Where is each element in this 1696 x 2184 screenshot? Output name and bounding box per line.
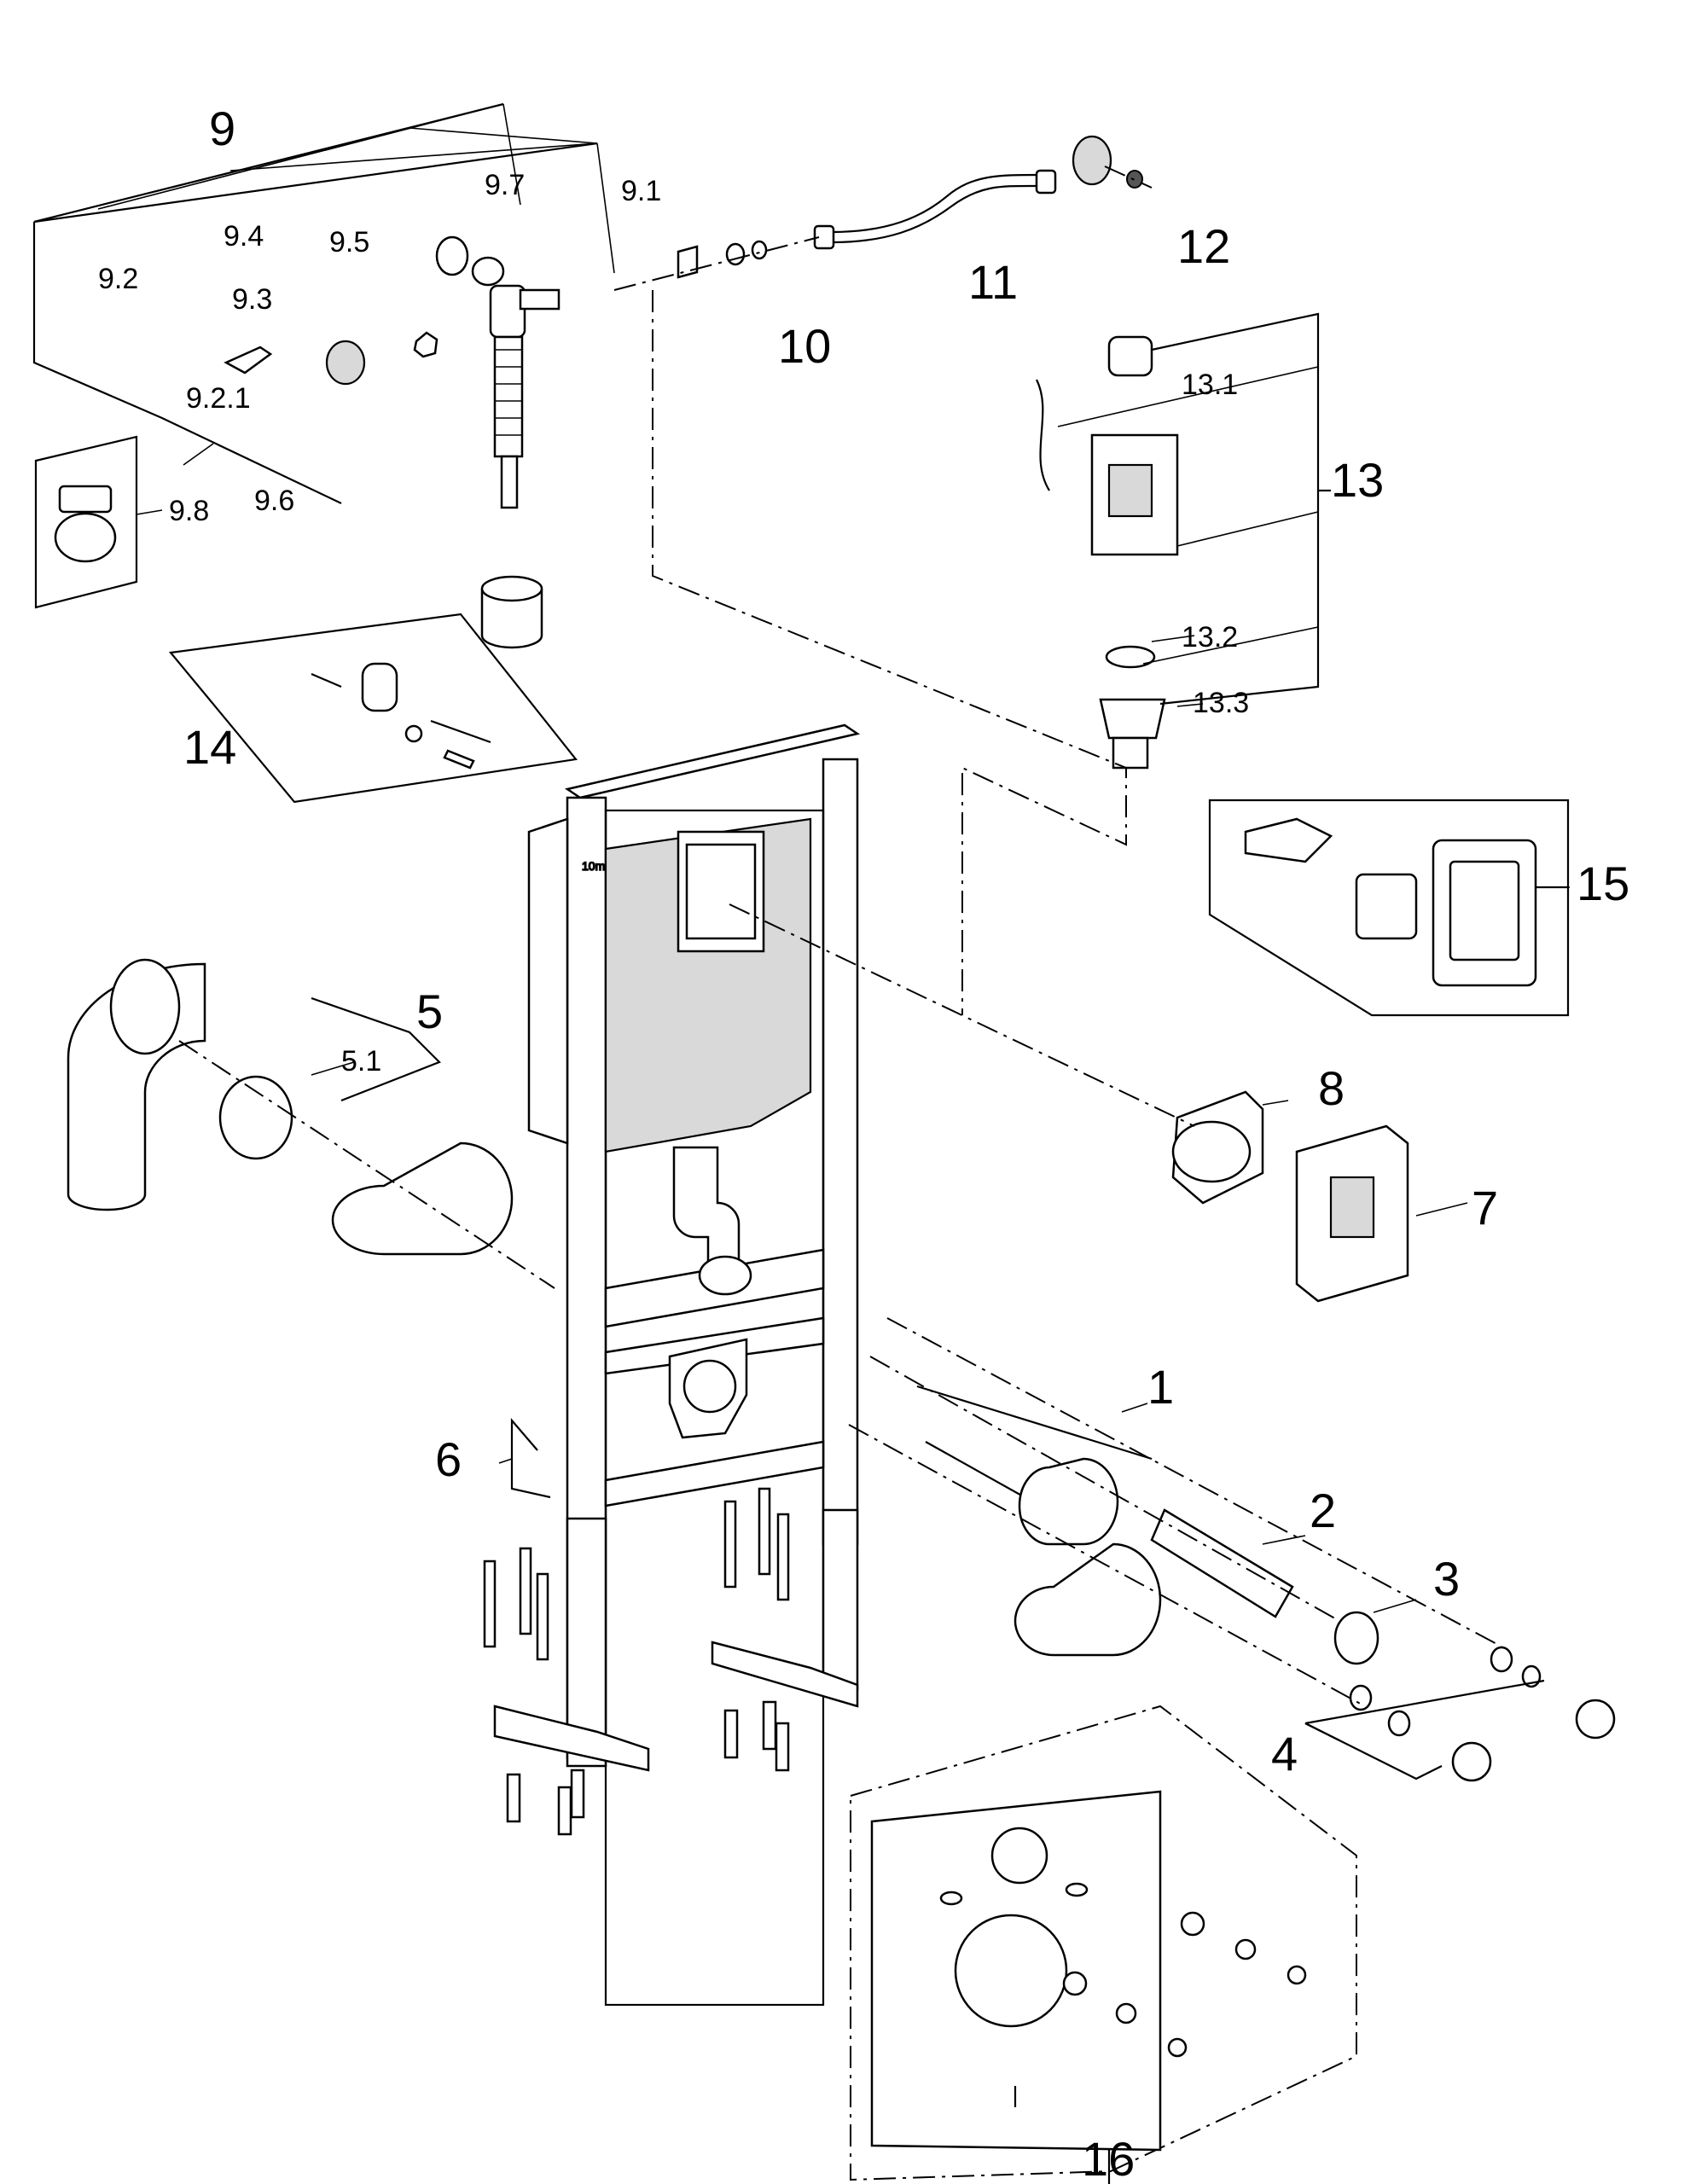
cover-plate-8 [1171,1090,1264,1205]
seal-3 [1333,1611,1379,1665]
installation-frame [493,723,861,2007]
drain-bend-5 [67,958,514,1256]
washers-nuts-4 [1304,1646,1616,1782]
lever-9-2 [224,346,273,375]
leader-lines [136,443,1570,1613]
callout-9: 9 [209,102,235,155]
connector-10 [677,240,768,279]
callout-5: 5 [416,985,443,1038]
fixing-bolts [483,1487,790,1836]
acoustic-pad-16 [850,1705,1357,2184]
callout-13-3: 13.3 [1193,687,1249,719]
valve-washer-9-5 [435,235,505,287]
group-9-outline [32,102,615,504]
callout-12: 12 [1177,219,1230,273]
actuator-kit-15 [1208,799,1570,1017]
fixing-kit-14 [168,613,578,804]
callout-3: 3 [1433,1552,1460,1606]
callout-9-1: 9.1 [621,175,661,207]
frame-marking: 10m [582,859,605,873]
callout-6: 6 [435,1432,462,1486]
callout-9-4: 9.4 [224,220,264,253]
callout-9-8: 9.8 [169,495,209,527]
fill-valve-assembly [489,284,560,509]
group-13-bracket [1057,312,1331,706]
callout-9-3: 9.3 [232,283,272,316]
sleeve-9-6 [480,575,543,649]
callout-13-2: 13.2 [1182,621,1238,653]
valve-nut-9-4 [413,331,439,358]
callout-14: 14 [183,720,236,774]
pipe-2 [1014,1457,1294,1657]
flush-valve-13 [1036,335,1179,770]
threaded-rods-1 [916,1385,1153,1502]
callout-10: 10 [778,319,831,373]
callout-2: 2 [1310,1484,1336,1537]
callout-9-7: 9.7 [485,169,525,201]
group-5-bracket [178,996,555,1289]
callout-13: 13 [1331,453,1384,507]
protective-box-7 [1295,1124,1409,1303]
valve-nut-9-3 [325,340,366,386]
callout-9-2-1: 9.2.1 [186,382,251,415]
stop-valve-12 [1072,135,1143,189]
callout-5-1: 5.1 [341,1045,381,1077]
callout-9-2: 9.2 [98,263,138,295]
callout-8: 8 [1318,1061,1345,1115]
callout-13-1: 13.1 [1182,369,1238,401]
callout-11: 11 [968,255,1018,309]
kit-9-8-box [34,435,138,609]
hose-11 [813,169,1057,250]
callout-7: 7 [1472,1181,1498,1234]
callout-1: 1 [1147,1360,1174,1414]
callout-9-6: 9.6 [254,485,294,517]
callout-15: 15 [1577,857,1629,910]
callout-16: 16 [1082,2132,1135,2184]
callout-9-5: 9.5 [329,226,369,258]
callout-4: 4 [1271,1727,1298,1780]
